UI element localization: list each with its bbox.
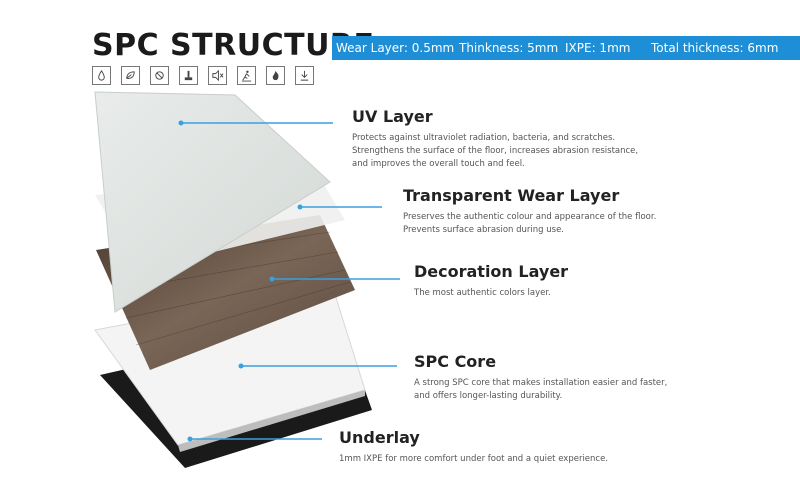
underlay-desc-line-1: 1mm IXPE for more comfort under foot and… xyxy=(339,454,609,464)
spec-wear-layer: Wear Layer: 0.5mm xyxy=(336,41,455,55)
wear-marker xyxy=(297,204,303,210)
uv-marker xyxy=(178,120,184,126)
spec-thickness: Thinkness: 5mm xyxy=(459,41,559,55)
decoration-layer-description: The most authentic colors layer. xyxy=(414,287,568,300)
core-marker xyxy=(238,363,244,369)
wear-desc-line-2: Prevents surface abrasion during use. xyxy=(403,225,564,235)
spec-ixpe: IXPE: 1mm xyxy=(565,41,631,55)
easy-install-icon xyxy=(295,66,314,85)
wear-resistant-icon xyxy=(179,66,198,85)
uv-layer-title: UV Layer xyxy=(352,107,433,126)
underlay-description: 1mm IXPE for more comfort under foot and… xyxy=(339,453,608,466)
uv-layer xyxy=(94,91,331,313)
spc-core-label: SPC Core A strong SPC core that makes in… xyxy=(414,352,667,403)
anti-slip-icon xyxy=(237,66,256,85)
core-desc-line-2: and offers longer-lasting durability. xyxy=(414,391,563,401)
uv-desc-line-1: Protects against ultraviolet radiation, … xyxy=(352,133,616,143)
underlay-label: Underlay 1mm IXPE for more comfort under… xyxy=(339,428,608,466)
spc-core-description: A strong SPC core that makes installatio… xyxy=(414,377,667,403)
uv-desc-line-3: and improves the overall touch and feel. xyxy=(352,159,525,169)
anti-bacterial-icon xyxy=(150,66,169,85)
wear-layer-title: Transparent Wear Layer xyxy=(403,186,620,205)
core-desc-line-1: A strong SPC core that makes installatio… xyxy=(414,378,668,388)
waterproof-icon xyxy=(92,66,111,85)
spec-total-thickness: Total thickness: 6mm xyxy=(651,41,779,55)
underlay-marker xyxy=(187,436,193,442)
wear-layer-label: Transparent Wear Layer Preserves the aut… xyxy=(403,186,656,237)
decoration-layer-title: Decoration Layer xyxy=(414,262,569,281)
wear-desc-line-1: Preserves the authentic colour and appea… xyxy=(403,212,657,222)
uv-layer-description: Protects against ultraviolet radiation, … xyxy=(352,132,638,171)
fire-resistant-icon xyxy=(266,66,285,85)
decoration-marker xyxy=(269,276,275,282)
underlay-title: Underlay xyxy=(339,428,420,447)
soundproof-icon xyxy=(208,66,227,85)
decoration-desc-line-1: The most authentic colors layer. xyxy=(414,288,551,298)
eco-icon xyxy=(121,66,140,85)
decoration-layer-label: Decoration Layer The most authentic colo… xyxy=(414,262,568,300)
feature-icons xyxy=(92,66,314,85)
spec-bar: Wear Layer: 0.5mm Thinkness: 5mm IXPE: 1… xyxy=(332,36,800,60)
spc-core-title: SPC Core xyxy=(414,352,497,371)
wear-layer-description: Preserves the authentic colour and appea… xyxy=(403,211,656,237)
uv-desc-line-2: Strengthens the surface of the floor, in… xyxy=(352,146,639,156)
uv-layer-label: UV Layer Protects against ultraviolet ra… xyxy=(352,107,638,171)
page-title: SPC STRUCTURE xyxy=(92,28,375,63)
